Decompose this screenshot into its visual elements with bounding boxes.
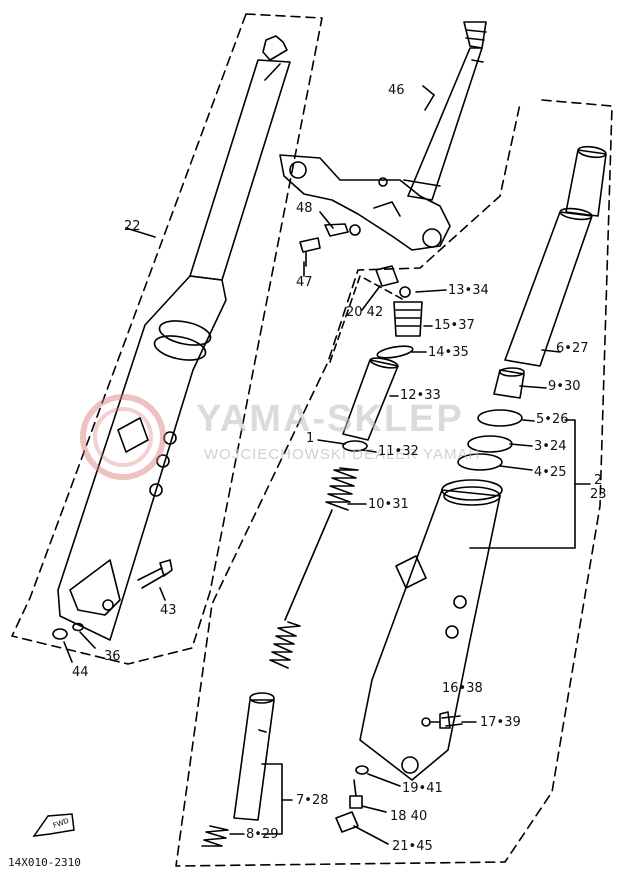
part-9-30-guide [493, 367, 525, 399]
label-2: 2 [594, 473, 603, 488]
part-17-39-screw [439, 711, 463, 729]
label-13-34: 13•34 [448, 283, 489, 298]
part-10-31-spring [269, 467, 359, 669]
part-12-33-spacer [342, 357, 399, 441]
label-16-38: 16•38 [442, 681, 483, 696]
right-fork-dashed-outline [175, 99, 613, 867]
left-fork-leg [57, 35, 291, 641]
part-20-42-cap-bolt [361, 265, 399, 311]
part-11-32-washer [342, 440, 368, 452]
part-44-nut [52, 628, 68, 640]
part-14-35-ring [376, 345, 414, 359]
label-8-29: 8•29 [246, 827, 279, 842]
label-12-33: 12•33 [400, 388, 441, 403]
label-6-27: 6•27 [556, 341, 589, 356]
part-18-40-bolt [349, 779, 363, 809]
part-48-bolt [324, 223, 361, 237]
label-9-30: 9•30 [548, 379, 581, 394]
label-18-40: 18 40 [390, 809, 428, 824]
fwd-arrow-icon: FWD [32, 813, 75, 837]
label-48: 48 [296, 201, 313, 216]
label-3-24: 3•24 [534, 439, 567, 454]
label-21-45: 21•45 [392, 839, 433, 854]
steering-stem [403, 21, 487, 201]
label-14-35: 14•35 [428, 345, 469, 360]
label-43: 43 [160, 603, 177, 618]
part-8-29-spring [201, 825, 229, 847]
part-3-24-washer [467, 435, 513, 453]
label-7-28: 7•28 [296, 793, 329, 808]
label-46: 46 [388, 83, 405, 98]
left-fork-dashed-outline [11, 13, 323, 665]
label-10-31: 10•31 [368, 497, 409, 512]
label-11-32: 11•32 [378, 444, 419, 459]
label-4-25: 4•25 [534, 465, 567, 480]
label-17-39: 17•39 [480, 715, 521, 730]
part-21-45-cap [335, 811, 359, 833]
part-16-38-washer [421, 717, 431, 727]
part-5-26-seal [477, 409, 523, 427]
label-20-42: 20 42 [346, 305, 384, 320]
part-13-34-oring [399, 286, 411, 298]
under-bracket [279, 154, 451, 251]
part-2-23-outer-tube [359, 479, 503, 781]
part-36-washer [72, 622, 84, 632]
label-15-37: 15•37 [434, 318, 475, 333]
part-4-25-seal [457, 453, 503, 471]
label-1: 1 [306, 431, 315, 446]
label-22: 22 [124, 219, 141, 234]
label-36: 36 [104, 649, 121, 664]
label-5-26: 5•26 [536, 412, 569, 427]
part-19-41-washer [355, 765, 369, 775]
part-6-27-inner-tube [504, 145, 607, 367]
part-47-bolt [299, 237, 321, 267]
label-19-41: 19•41 [402, 781, 443, 796]
label-44: 44 [72, 665, 89, 680]
center-dashed-outline [329, 275, 405, 363]
diagram-code: 14X010-2310 [8, 856, 81, 869]
part-7-28-damper-rod [233, 692, 275, 821]
part-43-bolt [137, 559, 173, 601]
label-47: 47 [296, 275, 313, 290]
label-23: 23 [590, 487, 607, 502]
part-15-37-cap [393, 301, 423, 337]
